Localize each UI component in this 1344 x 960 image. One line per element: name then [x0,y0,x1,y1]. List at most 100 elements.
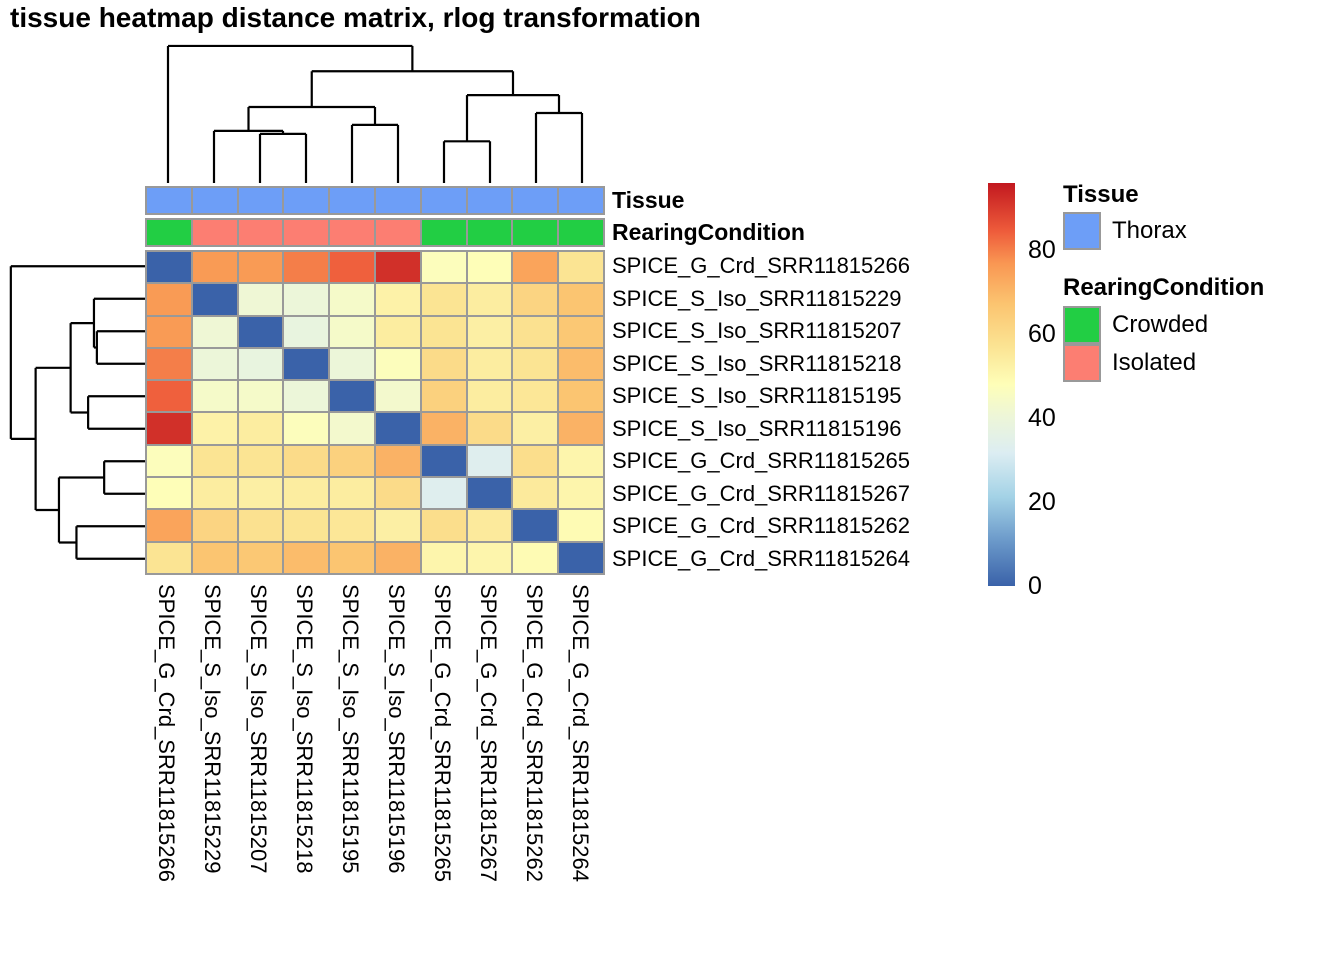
row-label: SPICE_G_Crd_SRR11815265 [612,448,910,474]
heatmap-cell [375,413,420,444]
heatmap-cell [147,542,191,573]
heatmap-cell [238,284,283,315]
heatmap-grid [145,250,605,575]
tissue-annotation-cell [421,188,466,213]
heatmap-cell [238,478,283,509]
heatmap-cell [238,445,283,477]
heatmap-cell [375,510,420,541]
heatmap-cell [467,510,512,541]
row-label: SPICE_S_Iso_SRR11815229 [612,285,902,311]
heatmap-cell [192,510,237,541]
heatmap-cell [375,252,420,283]
heatmap-cell [513,542,558,573]
heatmap-cell [192,348,237,380]
row-label: SPICE_S_Iso_SRR11815195 [612,383,902,409]
column-label: SPICE_S_Iso_SRR11815195 [338,584,363,874]
heatmap-cell [284,510,329,541]
heatmap-cell [284,316,329,347]
column-label: SPICE_S_Iso_SRR11815218 [292,584,317,874]
heatmap-cell [284,252,329,283]
legend-title-tissue: Tissue [1063,181,1139,208]
heatmap-cell [147,445,191,477]
tissue-annotation-cell [330,188,374,213]
heatmap-cell [238,348,283,380]
colorbar-tick-label: 80 [1028,236,1056,265]
heatmap-cell [421,348,466,380]
heatmap-cell [467,316,512,347]
heatmap-cell [284,478,329,509]
colorbar-tick-label: 60 [1028,320,1056,349]
row-label: SPICE_S_Iso_SRR11815207 [612,318,902,344]
heatmap-cell [375,316,420,347]
heatmap-cell [421,542,466,573]
heatmap-cell [513,445,558,477]
annotation-row-label-rearing: RearingCondition [612,219,805,245]
heatmap-cell [330,284,374,315]
heatmap-cell [559,445,603,477]
heatmap-cell [421,413,466,444]
heatmap-cell [284,284,329,315]
tissue-annotation-cell [467,188,512,213]
heatmap-cell [284,542,329,573]
heatmap-cell [192,381,237,412]
heatmap-cell [467,252,512,283]
column-label: SPICE_S_Iso_SRR11815207 [246,584,271,874]
heatmap-cell [192,252,237,283]
heatmap-cell [421,381,466,412]
heatmap-cell [421,252,466,283]
heatmap-cell [467,542,512,573]
heatmap-cell [513,348,558,380]
rearing-annotation-cell [421,220,466,245]
heatmap-cell [330,381,374,412]
heatmap-cell [375,348,420,380]
heatmap-cell [284,348,329,380]
heatmap-cell [559,542,603,573]
rearing-annotation-cell [238,220,283,245]
heatmap-cell [238,381,283,412]
legend-swatch-crowded [1063,306,1101,344]
rearing-annotation-cell [513,220,558,245]
rearing-annotation-cell [375,220,420,245]
rearing-condition-annotation-bar [145,218,605,247]
heatmap-cell [375,284,420,315]
heatmap-cell [192,316,237,347]
heatmap-cell [513,316,558,347]
heatmap-cell [559,478,603,509]
tissue-annotation-cell [559,188,603,213]
heatmap-cell [513,252,558,283]
rearing-annotation-cell [147,220,191,245]
column-label: SPICE_G_Crd_SRR11815267 [476,584,501,882]
row-label: SPICE_G_Crd_SRR11815264 [612,545,910,571]
legend-label-crowded: Crowded [1112,311,1209,338]
row-label: SPICE_S_Iso_SRR11815218 [612,350,902,376]
heatmap-cell [467,348,512,380]
heatmap-cell [467,478,512,509]
heatmap-cell [192,478,237,509]
heatmap-cell [330,510,374,541]
column-label: SPICE_S_Iso_SRR11815229 [200,584,225,874]
tissue-annotation-bar [145,186,605,215]
heatmap-cell [147,381,191,412]
heatmap-cell [559,252,603,283]
colorbar-tick-label: 20 [1028,488,1056,517]
heatmap-cell [467,445,512,477]
heatmap-cell [513,478,558,509]
heatmap-cell [421,284,466,315]
column-label: SPICE_S_Iso_SRR11815196 [384,584,409,874]
row-label: SPICE_G_Crd_SRR11815267 [612,480,910,506]
column-label: SPICE_G_Crd_SRR11815265 [430,584,455,882]
tissue-annotation-cell [192,188,237,213]
row-dendrogram [9,265,145,560]
colorbar-tick-label: 40 [1028,404,1056,433]
heatmap-cell [513,284,558,315]
column-dendrogram [166,44,584,183]
rearing-annotation-cell [284,220,329,245]
heatmap-cell [192,542,237,573]
colorbar [988,183,1015,586]
colorbar-tick-label: 0 [1028,572,1042,600]
heatmap-cell [330,413,374,444]
heatmap-cell [421,478,466,509]
heatmap-cell [421,445,466,477]
annotation-row-label-tissue: Tissue [612,187,685,213]
heatmap-cell [330,348,374,380]
